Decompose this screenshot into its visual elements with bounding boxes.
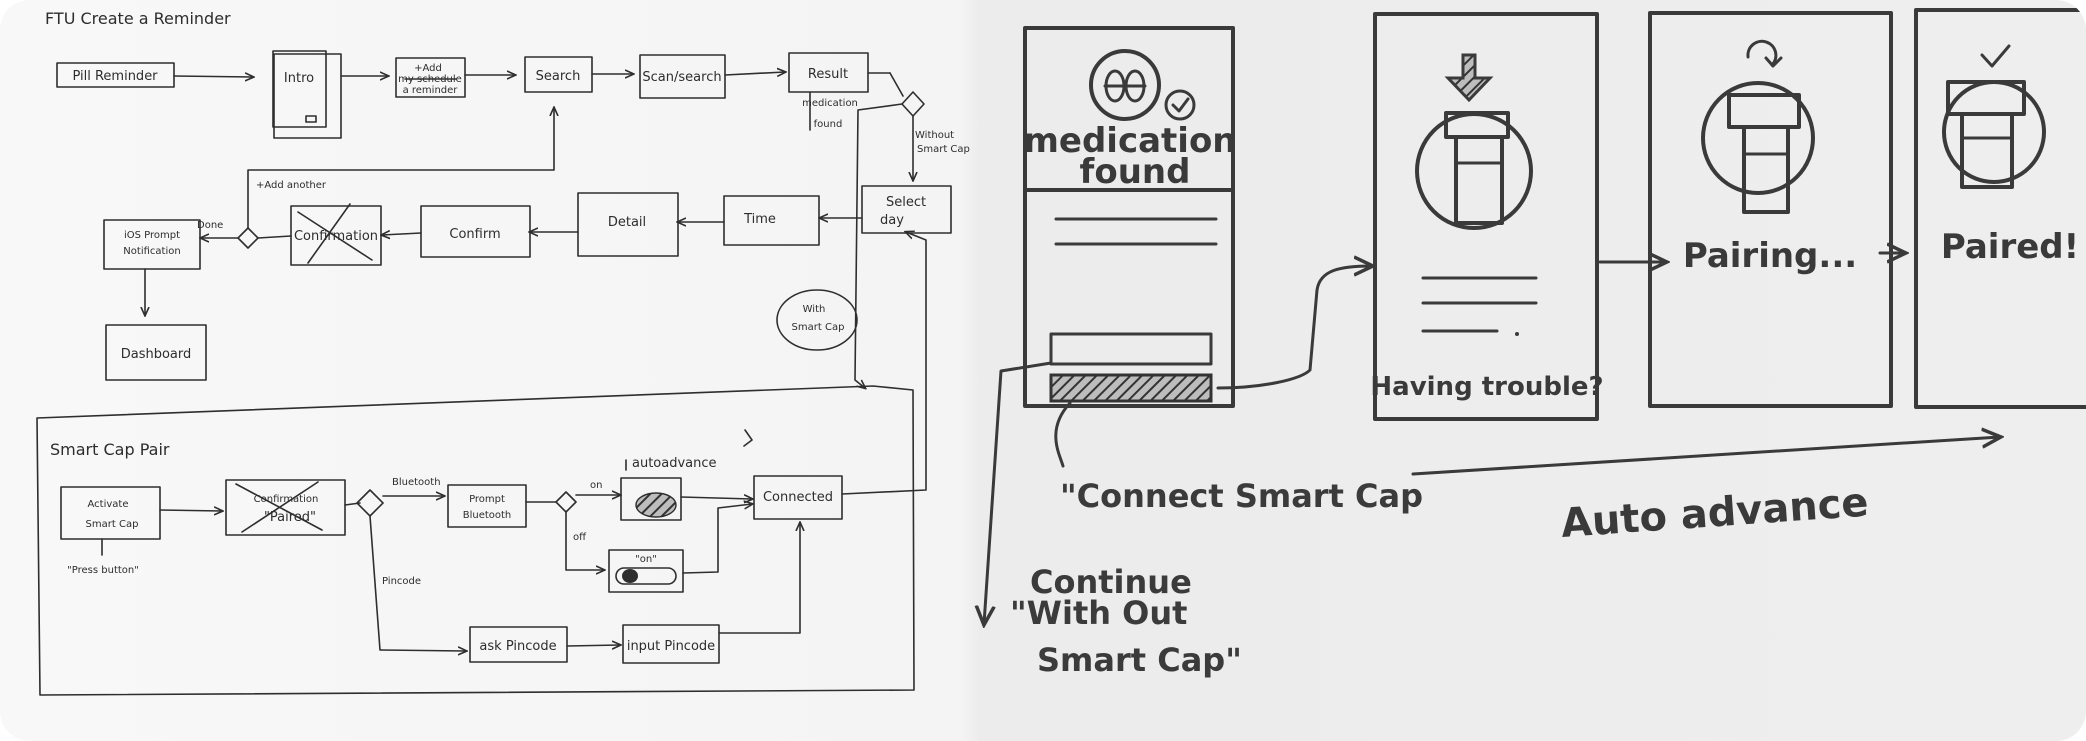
pairing-status: Pairing... <box>1683 236 1857 276</box>
bluetooth-on-mini-screen <box>620 477 682 521</box>
secondary-button-placeholder[interactable] <box>1049 332 1213 366</box>
node-connected: Connected <box>753 475 843 520</box>
edge-medication-found-top: medication <box>802 98 858 109</box>
node-add-reminder: +Add my schedule a reminder <box>395 57 466 98</box>
edge-bluetooth: Bluetooth <box>392 477 441 488</box>
on-quote-label: "on" <box>635 554 657 565</box>
having-trouble-link[interactable]: Having trouble? <box>1370 372 1603 402</box>
check-badge-icon <box>1164 89 1196 121</box>
node-ios-prompt-top: iOS Prompt <box>124 230 180 241</box>
wireframe-paired: Paired! <box>1914 8 2086 409</box>
node-intro: Intro <box>272 50 342 139</box>
wireframe-having-trouble: Having trouble? <box>1370 12 1604 421</box>
node-result: Result <box>788 52 869 93</box>
edge-with-smart-cap-bottom: Smart Cap <box>792 322 845 333</box>
input-pincode-label: input Pincode <box>627 639 715 654</box>
decision-diamond-confirmation <box>237 227 259 249</box>
node-select-day-top: Select <box>886 195 926 210</box>
node-activate-smart-cap: Activate Smart Cap <box>60 486 161 540</box>
prompt-bt-top: Prompt <box>469 494 505 505</box>
note-auto-advance: Auto advance <box>1559 480 1869 547</box>
node-time: Time <box>723 195 820 246</box>
node-paired-confirmation: Confirmation "Paired" <box>225 479 346 536</box>
node-pill-reminder-label: Pill Reminder <box>72 69 158 84</box>
auto-advance-label: autoadvance <box>632 456 717 471</box>
smart-cap-pair-title: Smart Cap Pair <box>50 440 170 459</box>
screen1-title-bottom: found <box>1080 152 1191 192</box>
node-detail: Detail <box>577 192 679 257</box>
flow-title: FTU Create a Reminder <box>45 9 231 28</box>
node-select-day-bottom: day <box>880 213 904 228</box>
cap-bottle-icon <box>1415 112 1533 230</box>
decision-diamond-bluetooth <box>555 491 577 513</box>
node-result-label: Result <box>808 67 848 82</box>
bluetooth-off-mini-screen: "on" <box>608 549 684 593</box>
cap-bottle-paired-icon <box>1942 80 2046 184</box>
node-intro-label: Intro <box>284 71 314 86</box>
edge-add-another: +Add another <box>256 180 327 191</box>
edge-on: on <box>590 480 602 491</box>
connect-smart-cap-button[interactable] <box>1049 373 1213 403</box>
node-time-label: Time <box>743 212 776 227</box>
note-continue-line1: Continue <box>1030 563 1192 601</box>
node-ios-prompt-bottom: Notification <box>123 246 180 257</box>
edge-pincode: Pincode <box>382 576 421 587</box>
note-connect-smart-cap: "Connect Smart Cap <box>1060 477 1423 515</box>
paired-quote-label: "Paired" <box>264 510 316 525</box>
connected-label: Connected <box>763 490 833 505</box>
node-search-label: Search <box>536 69 581 84</box>
node-dashboard-label: Dashboard <box>121 347 192 362</box>
prompt-bt-bottom: Bluetooth <box>463 510 512 521</box>
node-search: Search <box>524 56 593 93</box>
node-add-label-top: +Add <box>414 63 442 74</box>
ask-pincode-label: ask Pincode <box>479 639 556 654</box>
pill-icon <box>1089 49 1161 121</box>
smart-cap-pair-group: Smart Cap Pair Activate Smart Cap "Press… <box>36 232 927 696</box>
screen1-title-top: medication <box>1023 121 1236 161</box>
down-arrow-icon <box>1444 53 1494 103</box>
node-prompt-bluetooth: Prompt Bluetooth <box>447 484 527 528</box>
node-confirm: Confirm <box>420 205 531 258</box>
wireframe-medication-found: medication found <box>1023 26 1237 408</box>
node-input-pincode: input Pincode <box>622 624 720 664</box>
node-scan-search: Scan/search <box>639 54 726 99</box>
activate-bottom: Smart Cap <box>86 519 139 530</box>
node-select-day: Select day <box>861 185 952 234</box>
wireframe-pairing: Pairing... <box>1648 11 1893 408</box>
activate-top: Activate <box>88 499 129 510</box>
with-smart-cap-oval <box>776 289 858 351</box>
decision-diamond-result <box>901 91 925 117</box>
node-dashboard: Dashboard <box>105 324 207 381</box>
paired-status: Paired! <box>1941 227 2079 267</box>
note-continue-line3: Smart Cap" <box>1037 641 1242 679</box>
paired-struck-label: Confirmation <box>254 494 319 505</box>
edge-off: off <box>573 532 587 543</box>
edge-with-smart-cap-top: With <box>803 304 826 315</box>
node-ask-pincode: ask Pincode <box>469 626 568 663</box>
edge-without-smart-cap-top: Without <box>915 130 954 141</box>
refresh-icon <box>1746 39 1778 67</box>
node-detail-label: Detail <box>608 215 646 230</box>
node-confirm-label: Confirm <box>449 227 500 242</box>
note-continue-line2: "With Out <box>1010 594 1187 632</box>
edge-done: Done <box>197 220 223 231</box>
cap-bottle-pairing-icon <box>1701 81 1815 195</box>
node-ios-prompt: iOS Prompt Notification <box>103 219 201 270</box>
node-add-label-bottom: a reminder <box>403 85 459 96</box>
decision-diamond-pair <box>356 489 384 517</box>
node-scan-search-label: Scan/search <box>642 70 721 85</box>
check-icon <box>1980 44 2011 68</box>
edge-without-smart-cap-bottom: Smart Cap <box>917 144 970 155</box>
node-pill-reminder: Pill Reminder <box>56 62 175 88</box>
press-button-note: "Press button" <box>67 565 139 576</box>
node-confirmation: Confirmation <box>290 203 382 266</box>
edge-medication-found-bottom: found <box>814 119 843 130</box>
